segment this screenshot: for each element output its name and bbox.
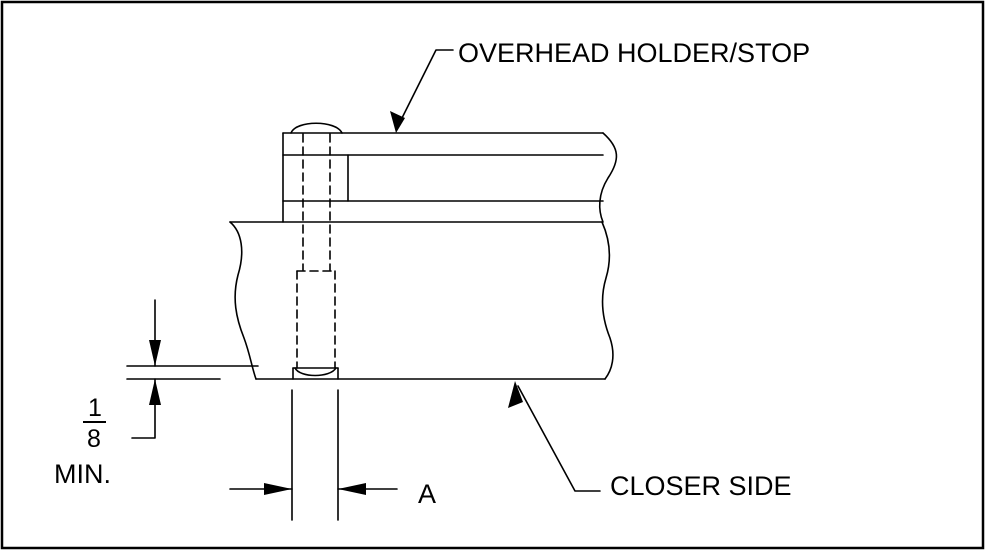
fraction-numerator: 1 — [88, 394, 102, 422]
dimension-a — [229, 389, 398, 521]
overhead-holder-label: OVERHEAD HOLDER/STOP — [458, 38, 810, 68]
closer-arrowhead — [508, 381, 523, 408]
overhead-arrowhead — [390, 111, 405, 133]
eighth-bottom-arrowhead — [149, 379, 161, 405]
overhead-holder — [282, 122, 618, 223]
eighth-top-arrowhead — [149, 340, 161, 366]
a-left-arrowhead — [264, 483, 292, 495]
dimension-a-label: A — [418, 479, 436, 509]
closer-side-label: CLOSER SIDE — [610, 471, 792, 501]
a-right-arrowhead — [338, 483, 366, 495]
closer-leader — [517, 385, 601, 492]
door-body — [229, 221, 614, 380]
fraction-denominator: 8 — [87, 425, 101, 453]
bottom-nut — [292, 367, 339, 380]
min-label: MIN. — [54, 459, 111, 489]
fastener-hidden-lines — [296, 133, 336, 369]
overhead-leader — [396, 49, 454, 129]
